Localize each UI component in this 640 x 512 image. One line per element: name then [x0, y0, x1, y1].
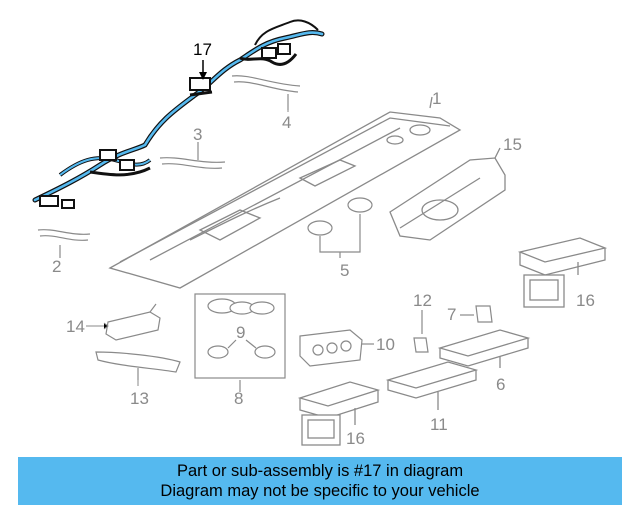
callout-16-right: 16	[576, 291, 595, 310]
console-part-15[interactable]	[389, 147, 506, 241]
console-housing-part-6[interactable]	[437, 329, 531, 368]
overhead-console-part-1[interactable]	[108, 96, 462, 289]
callout-13: 13	[130, 389, 149, 408]
callout-16-bottom: 16	[346, 429, 365, 448]
clip-part-12[interactable]	[413, 310, 429, 353]
callout-6: 6	[496, 375, 505, 394]
callout-leaders	[86, 110, 289, 386]
callout-14: 14	[66, 317, 85, 336]
callout-9: 9	[236, 323, 245, 342]
callout-7: 7	[447, 305, 456, 324]
trim-panel-part-14[interactable]	[105, 303, 161, 341]
info-banner: Part or sub-assembly is #17 in diagram D…	[18, 457, 622, 505]
callout-4: 4	[282, 113, 291, 132]
video-screen-part-16-right[interactable]	[517, 237, 608, 308]
dome-lamp-part-5[interactable]	[307, 197, 373, 258]
trim-panel-part-13[interactable]	[95, 351, 181, 380]
switch-bank-part-10[interactable]	[299, 329, 374, 367]
wiring-harness-part-17[interactable]	[32, 19, 325, 209]
bracket-part-4[interactable]	[231, 75, 301, 110]
lamp-kit-part-8[interactable]	[194, 293, 286, 392]
callout-17: 17	[193, 40, 212, 59]
banner-line-part-info: Part or sub-assembly is #17 in diagram	[176, 462, 464, 480]
callout-15: 15	[503, 135, 522, 154]
callout-10: 10	[376, 335, 395, 354]
parts-diagram: 1 2 3 4 5 6 7 8 9 10 11 12 13 14 15 16 1…	[32, 19, 608, 448]
bracket-part-2[interactable]	[37, 229, 91, 258]
callout-8: 8	[234, 389, 243, 408]
video-screen-part-16-bottom[interactable]	[297, 381, 381, 446]
callout-12: 12	[413, 291, 432, 310]
callout-labels: 1 2 3 4 5 6 7 8 9 10 11 12 13 14 15 16 1…	[52, 40, 595, 448]
clip-part-7[interactable]	[460, 305, 493, 323]
callout-2: 2	[52, 257, 61, 276]
bracket-part-3[interactable]	[159, 142, 226, 169]
banner-line-disclaimer: Diagram may not be specific to your vehi…	[160, 482, 480, 500]
console-housing-part-11[interactable]	[385, 361, 479, 410]
callout-1: 1	[432, 89, 441, 108]
callout-11: 11	[430, 415, 448, 434]
callout-5: 5	[340, 261, 349, 280]
callout-3: 3	[193, 125, 202, 144]
